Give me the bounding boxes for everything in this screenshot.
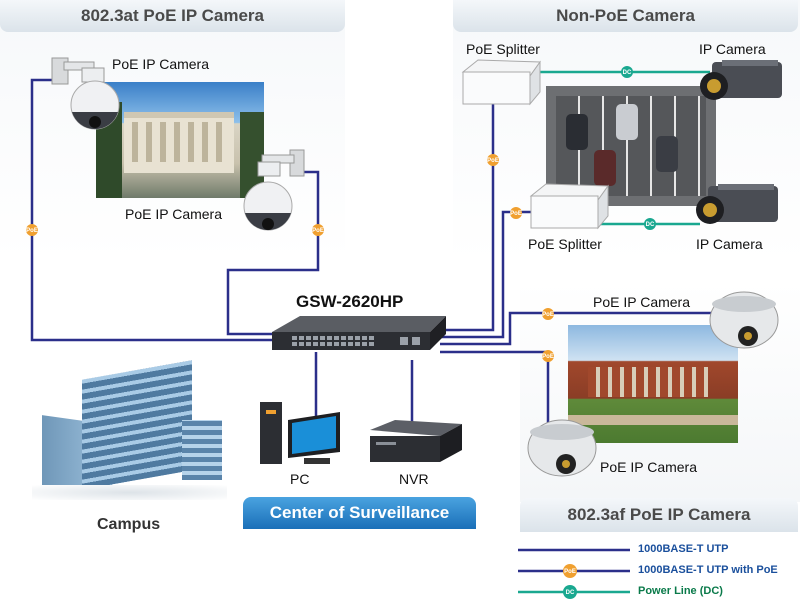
line-splitter-1 bbox=[440, 100, 495, 332]
label-ip-cam-1: IP Camera bbox=[699, 41, 766, 57]
poe-badge: PoE bbox=[487, 154, 499, 166]
poe-badge: PoE bbox=[510, 207, 522, 219]
line-af-cam-2 bbox=[440, 350, 562, 434]
line-af-cam-1 bbox=[440, 311, 718, 346]
label-switch: GSW-2620HP bbox=[296, 292, 404, 311]
dc-badge: DC bbox=[644, 218, 656, 230]
header-non-poe: Non-PoE Camera bbox=[453, 0, 798, 32]
label-nvr: NVR bbox=[399, 471, 429, 487]
header-center-surveillance: Center of Surveillance bbox=[243, 497, 476, 529]
poe-splitter-2 bbox=[529, 183, 609, 230]
svg-text:PoE: PoE bbox=[510, 211, 522, 217]
poe-splitter-1 bbox=[461, 59, 541, 106]
dome-camera-1 bbox=[709, 291, 779, 349]
legend-text-utp-poe: 1000BASE-T UTP with PoE bbox=[638, 564, 778, 576]
legend-text-utp: 1000BASE-T UTP bbox=[638, 543, 729, 555]
campus-building-photo bbox=[568, 325, 738, 443]
svg-text:PoE: PoE bbox=[542, 312, 554, 318]
legend: PoE DC bbox=[518, 548, 630, 599]
label-af-cam-1: PoE IP Camera bbox=[593, 294, 691, 310]
svg-text:DC: DC bbox=[623, 70, 632, 76]
parking-photo bbox=[546, 86, 716, 206]
label-af-cam-2: PoE IP Camera bbox=[600, 459, 698, 475]
nvr-device bbox=[370, 420, 462, 462]
speed-dome-camera-1 bbox=[51, 57, 120, 130]
campus-illustration bbox=[32, 360, 227, 500]
line-at-cam-1 bbox=[30, 78, 275, 342]
switch-device bbox=[272, 316, 446, 350]
label-splitter-1: PoE Splitter bbox=[466, 41, 540, 57]
poe-badge: PoE bbox=[312, 224, 324, 236]
building-photo-1 bbox=[96, 82, 264, 198]
utp-lines bbox=[30, 78, 718, 434]
line-splitter-2 bbox=[440, 210, 532, 339]
header-at-camera: 802.3at PoE IP Camera bbox=[0, 0, 345, 32]
label-pc: PC bbox=[290, 471, 310, 487]
label-at-cam-2: PoE IP Camera bbox=[125, 206, 223, 222]
svg-text:PoE: PoE bbox=[542, 354, 554, 360]
svg-text:PoE: PoE bbox=[564, 569, 576, 575]
svg-text:PoE: PoE bbox=[312, 228, 324, 234]
dome-camera-2 bbox=[527, 419, 597, 477]
label-at-cam-1: PoE IP Camera bbox=[112, 56, 210, 72]
poe-badge: PoE bbox=[542, 308, 554, 320]
poe-badge: PoE bbox=[542, 350, 554, 362]
poe-badges: PoE PoE PoE PoE PoE PoE DC DC bbox=[26, 66, 656, 362]
line-at-cam-2 bbox=[226, 170, 320, 336]
svg-text:PoE: PoE bbox=[487, 158, 499, 164]
dc-badge: DC bbox=[621, 66, 633, 78]
svg-text:DC: DC bbox=[566, 590, 575, 596]
box-ip-camera-2 bbox=[696, 184, 778, 224]
speed-dome-camera-2 bbox=[243, 149, 305, 231]
label-splitter-2: PoE Splitter bbox=[528, 236, 602, 252]
pc-device bbox=[260, 402, 340, 464]
header-af-camera: 802.3af PoE IP Camera bbox=[520, 498, 798, 532]
poe-badge: PoE bbox=[26, 224, 38, 236]
svg-text:PoE: PoE bbox=[26, 228, 38, 234]
box-ip-camera-1 bbox=[700, 60, 782, 100]
svg-text:DC: DC bbox=[646, 222, 655, 228]
legend-text-dc: Power Line (DC) bbox=[638, 585, 723, 597]
label-campus: Campus bbox=[97, 516, 161, 533]
label-ip-cam-2: IP Camera bbox=[696, 236, 763, 252]
